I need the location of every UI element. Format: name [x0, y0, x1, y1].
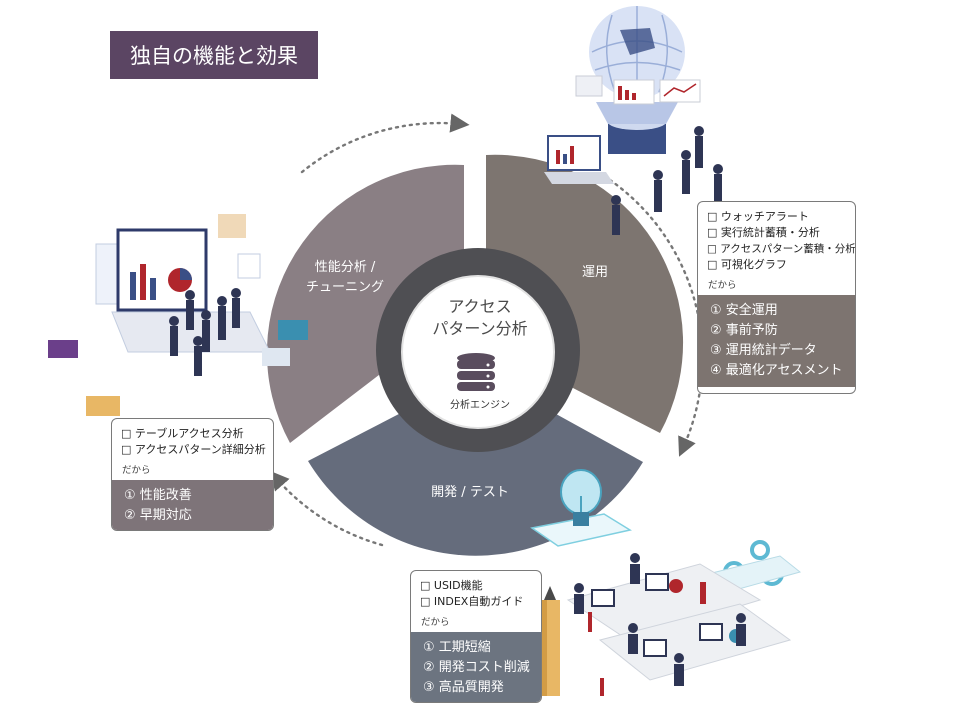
cycle-arrows: [269, 113, 704, 547]
page-title: 独自の機能と効果: [110, 31, 318, 79]
feature-item: □ アクセスパターン詳細分析: [121, 443, 266, 456]
panel-performance-features: □ テーブルアクセス分析 □ アクセスパターン詳細分析: [112, 419, 273, 460]
segment-performance: [266, 164, 464, 443]
panel-performance-benefits: ① 性能改善 ② 早期対応: [112, 480, 273, 530]
globe-icon: [575, 6, 701, 154]
hub-title-line1: アクセス: [448, 297, 512, 316]
feature-item: □ 実行統計蓄積・分析: [707, 226, 820, 239]
segment-performance-line1: 性能分析 /: [314, 260, 376, 275]
benefit-item: ② 事前予防: [710, 323, 778, 338]
hub-title: アクセス パターン分析: [405, 296, 555, 340]
segment-operation-label: 運用: [581, 265, 608, 280]
benefit-item: ③ 高品質開発: [423, 680, 504, 695]
panel-performance: □ テーブルアクセス分析 □ アクセスパターン詳細分析 だから ① 性能改善 ②…: [111, 418, 274, 531]
hub-title-line2: パターン分析: [432, 319, 528, 338]
benefit-item: ① 安全運用: [710, 303, 778, 318]
segment-performance-label: 性能分析 / チューニング: [290, 258, 400, 298]
arrow-left: [269, 470, 384, 547]
benefit-item: ② 開発コスト削減: [423, 660, 530, 675]
arrow-right: [608, 178, 704, 457]
segment-development: [308, 372, 643, 556]
panel-development: □ USID機能 □ INDEX自動ガイド だから ① 工期短縮 ② 開発コスト…: [410, 570, 542, 703]
dashboard-icon: [48, 214, 308, 416]
feature-item: □ ウォッチアラート: [707, 210, 809, 223]
segment-performance-line2: チューニング: [305, 280, 384, 295]
segment-development-label: 開発 / テスト: [431, 485, 509, 500]
panel-operation-benefits: ① 安全運用 ② 事前予防 ③ 運用統計データ ④ 最適化アセスメント: [698, 295, 855, 387]
panel-separator: だから: [122, 465, 151, 476]
office-icon: [566, 553, 792, 696]
panel-operation-features: □ ウォッチアラート □ 実行統計蓄積・分析 □ アクセスパターン蓄積・分析 □…: [698, 202, 855, 275]
panel-separator: だから: [708, 280, 737, 291]
panel-operation: □ ウォッチアラート □ 実行統計蓄積・分析 □ アクセスパターン蓄積・分析 □…: [697, 201, 856, 394]
benefit-item: ① 工期短縮: [423, 640, 491, 655]
pencil-icon: [540, 586, 560, 696]
feature-item: □ アクセスパターン蓄積・分析: [707, 243, 856, 255]
feature-item: □ USID機能: [420, 579, 483, 592]
feature-item: □ INDEX自動ガイド: [420, 595, 524, 608]
panel-separator: だから: [421, 617, 450, 628]
panel-development-features: □ USID機能 □ INDEX自動ガイド: [411, 571, 541, 612]
benefit-item: ③ 運用統計データ: [710, 343, 817, 358]
benefit-item: ① 性能改善: [124, 488, 192, 503]
engine-label: 分析エンジン: [450, 400, 510, 411]
feature-item: □ テーブルアクセス分析: [121, 427, 244, 440]
hub-circle: [401, 275, 555, 429]
panel-development-benefits: ① 工期短縮 ② 開発コスト削減 ③ 高品質開発: [411, 632, 541, 702]
arrow-top: [300, 113, 470, 174]
lightbulb-icon: [530, 469, 632, 547]
benefit-item: ④ 最適化アセスメント: [710, 363, 843, 378]
feature-item: □ 可視化グラフ: [707, 258, 787, 271]
benefit-item: ② 早期対応: [124, 508, 192, 523]
database-icon: [457, 353, 495, 391]
laptop-team-icon: [544, 126, 723, 235]
